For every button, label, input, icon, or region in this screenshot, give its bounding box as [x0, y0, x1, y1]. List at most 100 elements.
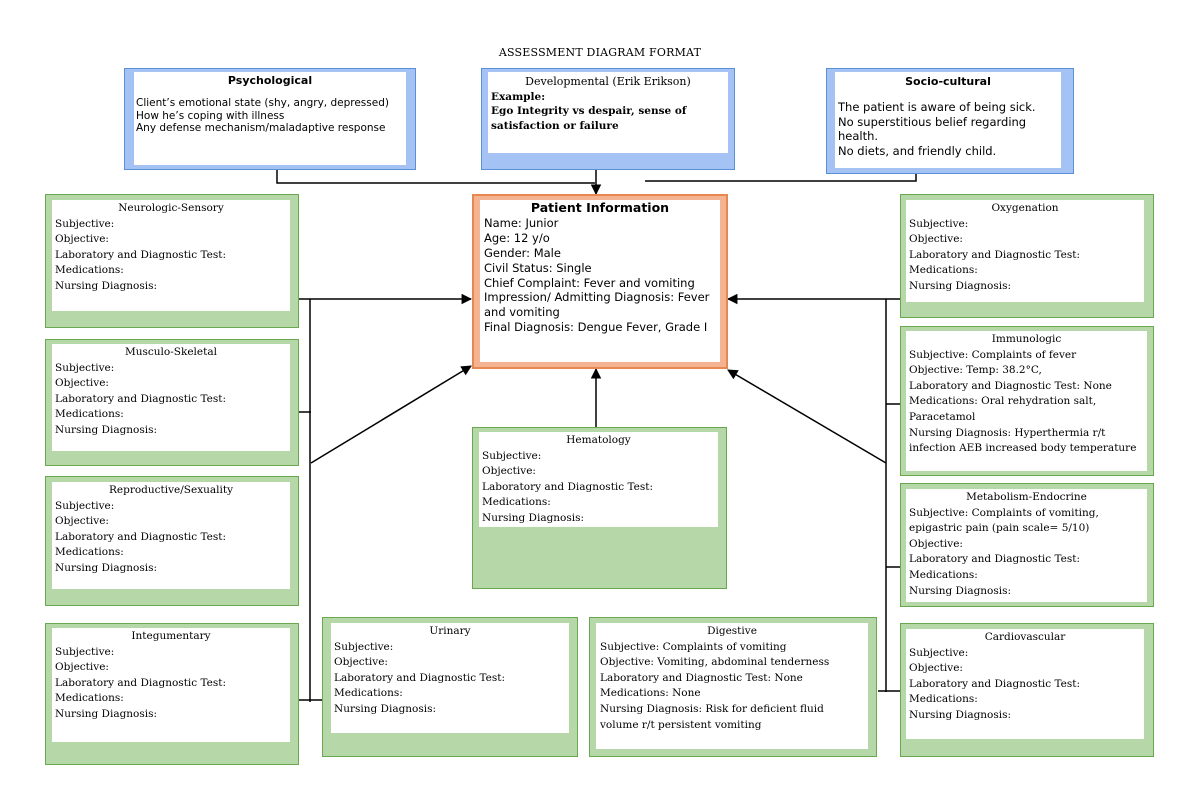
reproductive-box: Reproductive/Sexuality Subjective: Objec… — [45, 476, 299, 606]
metabolism-endocrine-heading: Metabolism-Endocrine — [966, 491, 1087, 503]
neurologic-heading: Neurologic-Sensory — [118, 202, 224, 214]
cardiovascular-heading: Cardiovascular — [984, 631, 1066, 643]
urinary-heading: Urinary — [429, 625, 471, 637]
immunologic-line: Medications: Oral rehydration salt, Para… — [909, 395, 1097, 423]
metabolism-endocrine-line: Medications: — [909, 568, 978, 581]
patient-info-box: Patient Information Name: Junior Age: 12… — [472, 194, 728, 369]
patient-info-line: Chief Complaint: Fever and vomiting — [484, 275, 695, 290]
oxygenation-line: Objective: — [909, 233, 963, 246]
left-diagonal-arrow — [310, 365, 472, 464]
integumentary-line: Nursing Diagnosis: — [55, 707, 158, 720]
patient-info-line: Impression/ Admitting Diagnosis: Fever a… — [484, 290, 710, 320]
digestive-line: Laboratory and Diagnostic Test: None — [600, 671, 803, 684]
hematology-line: Laboratory and Diagnostic Test: — [482, 480, 654, 493]
neurologic-line: Subjective: — [55, 217, 115, 230]
integumentary-box: Integumentary Subjective: Objective: Lab… — [45, 623, 299, 765]
oxygenation-box: Oxygenation Subjective: Objective: Labor… — [900, 194, 1154, 318]
musculo-skeletal-line: Laboratory and Diagnostic Test: — [55, 392, 227, 405]
metabolism-endocrine-line: Subjective: Complaints of vomiting, epig… — [909, 506, 1099, 535]
musculo-skeletal-line: Objective: — [55, 377, 109, 390]
sociocultural-line: No superstitious belief regarding health… — [838, 114, 1027, 144]
oxygenation-line: Laboratory and Diagnostic Test: — [909, 248, 1081, 261]
integumentary-line: Objective: — [55, 661, 109, 674]
musculo-skeletal-line: Subjective: — [55, 361, 115, 374]
sociocultural-heading: Socio-cultural — [905, 75, 991, 88]
immunologic-line: Laboratory and Diagnostic Test: None — [909, 379, 1112, 392]
cardiovascular-line: Objective: — [909, 662, 963, 675]
immunologic-line: Subjective: Complaints of fever — [909, 348, 1077, 361]
sociocultural-line: The patient is aware of being sick. — [838, 99, 1036, 114]
cardiovascular-box: Cardiovascular Subjective: Objective: La… — [900, 623, 1154, 757]
psychological-line: Client’s emotional state (shy, angry, de… — [136, 97, 389, 110]
neurologic-line: Laboratory and Diagnostic Test: — [55, 248, 227, 261]
metabolism-endocrine-line: Objective: — [909, 537, 963, 550]
hematology-line: Objective: — [482, 465, 536, 478]
digestive-box: Digestive Subjective: Complaints of vomi… — [589, 617, 877, 757]
integumentary-line: Laboratory and Diagnostic Test: — [55, 676, 227, 689]
sociocultural-connector — [645, 174, 917, 182]
sociocultural-box: Socio-cultural The patient is aware of b… — [826, 68, 1074, 174]
musculo-skeletal-heading: Musculo-Skeletal — [125, 346, 217, 358]
psychological-box: Psychological Client’s emotional state (… — [124, 68, 416, 170]
immunologic-heading: Immunologic — [991, 333, 1062, 345]
hematology-line: Subjective: — [482, 449, 542, 462]
sociocultural-line: No diets, and friendly child. — [838, 144, 997, 159]
digestive-line: Subjective: Complaints of vomiting — [600, 640, 787, 653]
neurologic-box: Neurologic-Sensory Subjective: Objective… — [45, 194, 299, 328]
immunologic-box: Immunologic Subjective: Complaints of fe… — [900, 326, 1154, 476]
hematology-line: Nursing Diagnosis: — [482, 511, 585, 524]
neurologic-line: Nursing Diagnosis: — [55, 279, 158, 292]
immunologic-line: Nursing Diagnosis: Hyperthermia r/t infe… — [909, 426, 1137, 455]
integumentary-line: Medications: — [55, 692, 124, 705]
musculo-skeletal-box: Musculo-Skeletal Subjective: Objective: … — [45, 339, 299, 466]
digestive-heading: Digestive — [707, 625, 757, 637]
hematology-line: Medications: — [482, 496, 551, 509]
urinary-line: Laboratory and Diagnostic Test: — [334, 671, 506, 684]
psychological-line: How he’s coping with illness — [136, 109, 285, 122]
cardiovascular-line: Medications: — [909, 693, 978, 706]
urinary-line: Subjective: — [334, 640, 394, 653]
developmental-line: Example: — [491, 90, 546, 103]
integumentary-line: Subjective: — [55, 645, 115, 658]
digestive-line: Medications: None — [600, 687, 701, 700]
musculo-skeletal-line: Nursing Diagnosis: — [55, 423, 158, 436]
right-diagonal-arrow — [727, 369, 887, 464]
patient-info-line: Final Diagnosis: Dengue Fever, Grade I — [484, 320, 708, 335]
integumentary-heading: Integumentary — [131, 630, 211, 642]
psychological-line: Any defense mechanism/maladaptive respon… — [136, 122, 386, 135]
urinary-line: Nursing Diagnosis: — [334, 702, 437, 715]
patient-info-line: Age: 12 y/o — [484, 230, 550, 245]
cardiovascular-line: Nursing Diagnosis: — [909, 708, 1012, 721]
reproductive-line: Subjective: — [55, 499, 115, 512]
cardiovascular-line: Laboratory and Diagnostic Test: — [909, 677, 1081, 690]
reproductive-line: Objective: — [55, 515, 109, 528]
hematology-box: Hematology Subjective: Objective: Labora… — [472, 427, 727, 589]
oxygenation-line: Nursing Diagnosis: — [909, 279, 1012, 292]
neurologic-line: Objective: — [55, 233, 109, 246]
page-title: ASSESSMENT DIAGRAM FORMAT — [498, 46, 702, 59]
hematology-heading: Hematology — [566, 434, 631, 446]
metabolism-endocrine-line: Nursing Diagnosis: — [909, 584, 1012, 597]
reproductive-line: Laboratory and Diagnostic Test: — [55, 530, 227, 543]
reproductive-line: Nursing Diagnosis: — [55, 561, 158, 574]
immunologic-line: Objective: Temp: 38.2°C, — [909, 364, 1042, 377]
reproductive-heading: Reproductive/Sexuality — [108, 484, 234, 496]
digestive-line: Nursing Diagnosis: Risk for deficient fl… — [600, 702, 824, 731]
patient-info-line: Name: Junior — [484, 215, 559, 230]
urinary-line: Objective: — [334, 656, 388, 669]
urinary-box: Urinary Subjective: Objective: Laborator… — [322, 617, 578, 757]
oxygenation-heading: Oxygenation — [991, 202, 1059, 214]
patient-info-line: Civil Status: Single — [484, 260, 592, 275]
reproductive-line: Medications: — [55, 546, 124, 559]
metabolism-endocrine-line: Laboratory and Diagnostic Test: — [909, 553, 1081, 566]
metabolism-endocrine-box: Metabolism-Endocrine Subjective: Complai… — [900, 483, 1154, 607]
musculo-skeletal-line: Medications: — [55, 408, 124, 421]
neurologic-line: Medications: — [55, 264, 124, 277]
oxygenation-line: Subjective: — [909, 217, 969, 230]
cardiovascular-line: Subjective: — [909, 646, 969, 659]
psychological-heading: Psychological — [227, 74, 313, 87]
developmental-line: Ego Integrity vs despair, sense of satis… — [491, 105, 687, 132]
patient-info-heading: Patient Information — [530, 200, 670, 215]
psychological-connector — [276, 169, 595, 184]
